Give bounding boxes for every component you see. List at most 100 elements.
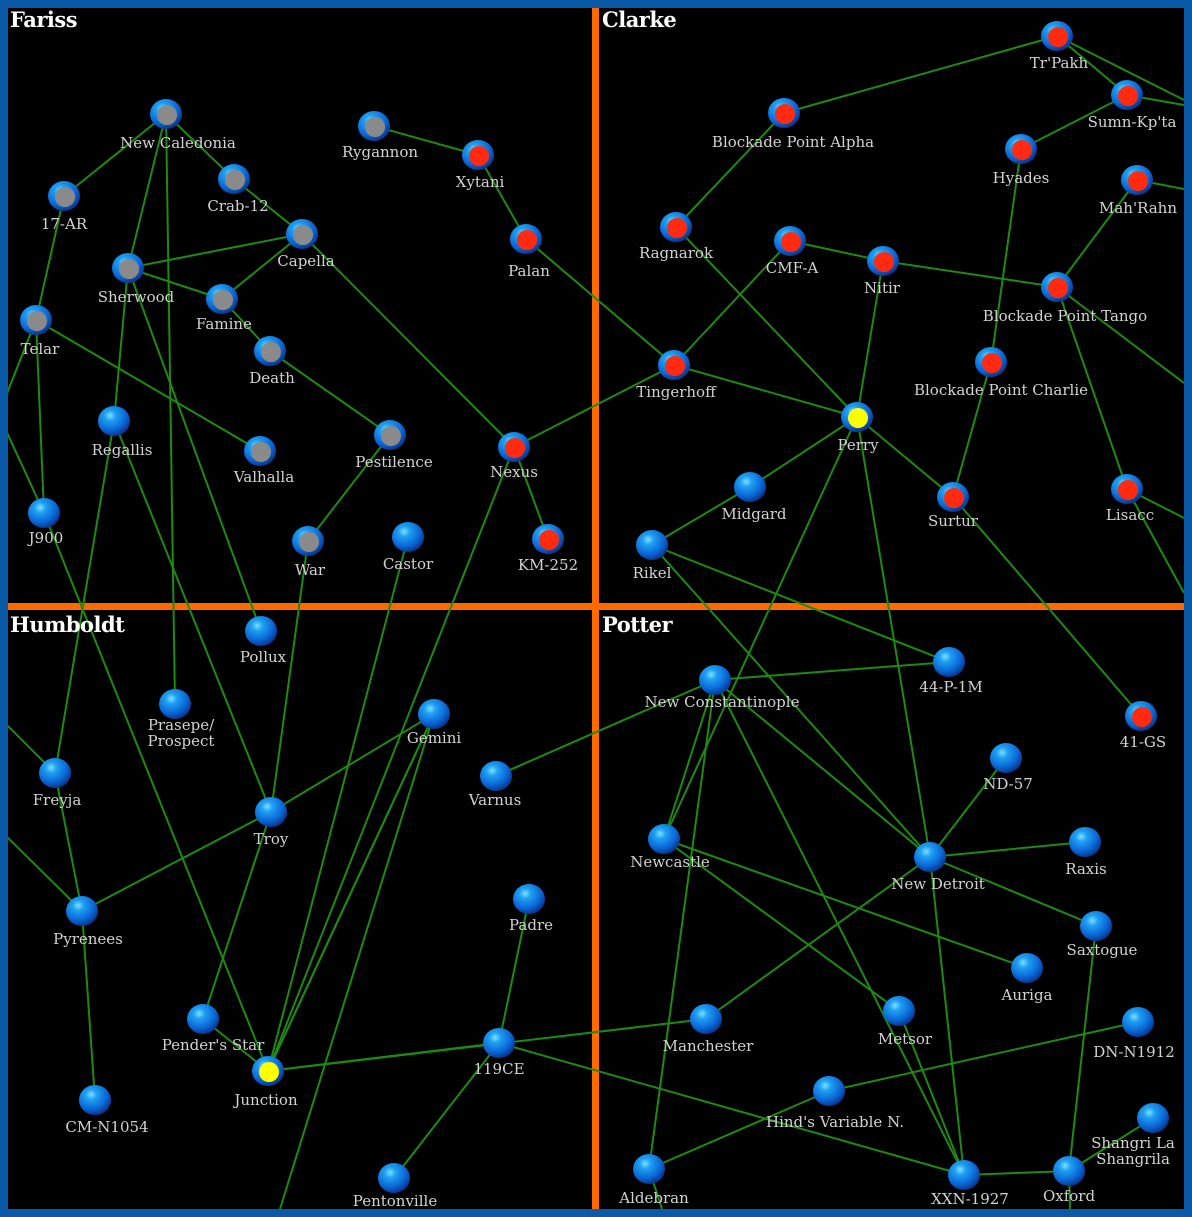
star-system-junction[interactable]: Junction	[232, 1056, 298, 1109]
star-system-pentonville[interactable]: Pentonville	[353, 1163, 438, 1209]
star-system-119ce[interactable]: 119CE	[473, 1028, 525, 1078]
star-system-sherwood[interactable]: Sherwood	[98, 253, 175, 306]
jump-lane	[477, 154, 527, 240]
system-label: Perry	[837, 436, 879, 454]
star-system-prasepe-prospect[interactable]: Prasepe/Prospect	[148, 689, 216, 750]
jump-lane	[929, 841, 1086, 858]
star-system-manchester[interactable]: Manchester	[663, 1004, 755, 1055]
star-system-troy[interactable]: Troy	[254, 797, 289, 848]
system-orb-icon	[187, 1004, 219, 1034]
system-neutral-marker-icon	[251, 442, 271, 462]
star-system-perry[interactable]: Perry	[837, 402, 879, 454]
star-system-freyja[interactable]: Freyja	[33, 758, 82, 809]
star-system-mah-rahn[interactable]: Mah'Rahn	[1099, 165, 1177, 217]
star-system-famine[interactable]: Famine	[196, 284, 252, 333]
jump-lane	[651, 486, 751, 546]
star-system-varnus[interactable]: Varnus	[468, 761, 522, 809]
system-label: Junction	[232, 1091, 298, 1109]
system-orb-icon	[245, 616, 277, 646]
star-system-penders-star[interactable]: Pender's Star	[162, 1004, 265, 1054]
star-system-nd-57[interactable]: ND-57	[983, 743, 1033, 793]
star-system-palan[interactable]: Palan	[508, 224, 550, 280]
star-system-tr-pakh[interactable]: Tr'Pakh	[1030, 21, 1089, 72]
system-label: New Constantinople	[645, 693, 800, 711]
star-system-war[interactable]: War	[292, 526, 326, 579]
star-system-blockade-point-charlie[interactable]: Blockade Point Charlie	[914, 347, 1088, 399]
star-system-valhalla[interactable]: Valhalla	[233, 436, 294, 486]
jump-lane	[882, 260, 1058, 288]
star-system-midgard[interactable]: Midgard	[721, 472, 787, 523]
star-system-regallis[interactable]: Regallis	[92, 406, 153, 459]
system-orb-icon	[418, 699, 450, 729]
star-system-xytani[interactable]: Xytani	[456, 140, 505, 191]
star-system-ragnarok[interactable]: Ragnarok	[639, 212, 714, 262]
jump-lane	[1020, 94, 1128, 150]
star-system-blockade-point-alpha[interactable]: Blockade Point Alpha	[712, 98, 874, 151]
jump-lane	[673, 240, 791, 366]
jump-lane	[705, 856, 931, 1020]
star-system-raxis[interactable]: Raxis	[1065, 827, 1107, 878]
jump-lane	[270, 713, 435, 813]
star-system-sumn-kp-ta[interactable]: Sumn-Kp'ta	[1088, 80, 1177, 131]
system-orb-icon	[392, 522, 424, 552]
system-label: Capella	[277, 252, 334, 270]
system-label: Hind's Variable N.	[766, 1113, 904, 1131]
star-system-auriga[interactable]: Auriga	[1000, 953, 1053, 1004]
star-system-j900[interactable]: J900	[27, 498, 64, 547]
star-system-17-ar[interactable]: 17-AR	[41, 181, 88, 233]
star-system-new-constantinople[interactable]: New Constantinople	[645, 665, 800, 711]
star-system-nexus[interactable]: Nexus	[490, 432, 538, 481]
star-system-crab-12[interactable]: Crab-12	[207, 164, 269, 215]
star-system-padre[interactable]: Padre	[509, 884, 553, 934]
star-system-pollux[interactable]: Pollux	[240, 616, 287, 666]
star-system-pyrenees[interactable]: Pyrenees	[53, 896, 123, 948]
system-hostile-marker-icon	[517, 230, 537, 250]
star-system-pestilence[interactable]: Pestilence	[355, 420, 433, 471]
jump-lane	[663, 679, 716, 840]
star-system-metsor[interactable]: Metsor	[878, 996, 933, 1048]
sector-label-clarke: Clarke	[602, 8, 677, 32]
star-system-aldebran[interactable]: Aldebran	[618, 1154, 689, 1207]
star-system-capella[interactable]: Capella	[277, 219, 335, 270]
system-label: Pender's Star	[162, 1036, 265, 1054]
star-system-lisacc[interactable]: Lisacc	[1106, 474, 1154, 524]
sector-divider-horizontal	[8, 603, 1184, 610]
star-system-nitir[interactable]: Nitir	[864, 246, 901, 297]
jump-lane	[127, 233, 303, 269]
system-label: Mah'Rahn	[1099, 199, 1177, 217]
star-system-rikel[interactable]: Rikel	[633, 530, 672, 582]
star-system-km-252[interactable]: KM-252	[518, 524, 578, 574]
star-system-cm-n1054[interactable]: CM-N1054	[65, 1085, 149, 1136]
star-system-castor[interactable]: Castor	[383, 522, 434, 573]
system-orb-icon	[1080, 911, 1112, 941]
star-system-telar[interactable]: Telar	[20, 305, 60, 358]
offmap-jump-lane	[8, 836, 83, 912]
star-system-41-gs[interactable]: 41-GS	[1120, 701, 1166, 751]
star-system-dn-n1912[interactable]: DN-N1912	[1093, 1007, 1175, 1061]
star-system-oxford[interactable]: Oxford	[1043, 1156, 1096, 1205]
star-system-cmf-a[interactable]: CMF-A	[766, 226, 819, 277]
star-system-hinds-variable-n[interactable]: Hind's Variable N.	[766, 1076, 904, 1131]
system-hostile-marker-icon	[1012, 140, 1032, 160]
star-system-blockade-point-tango[interactable]: Blockade Point Tango	[983, 272, 1147, 325]
star-system-xxn-1927[interactable]: XXN-1927	[931, 1160, 1009, 1208]
star-system-hyades[interactable]: Hyades	[993, 134, 1050, 187]
star-system-gemini[interactable]: Gemini	[407, 699, 462, 747]
jump-lane	[267, 536, 409, 1072]
star-system-rygannon[interactable]: Rygannon	[342, 111, 418, 161]
jump-lane	[269, 350, 391, 436]
star-system-saxtogue[interactable]: Saxtogue	[1067, 911, 1138, 959]
system-label: Sumn-Kp'ta	[1088, 113, 1177, 131]
system-label: Tr'Pakh	[1030, 54, 1089, 72]
star-system-new-caledonia[interactable]: New Caledonia	[120, 99, 236, 152]
star-system-newcastle[interactable]: Newcastle	[630, 824, 710, 871]
system-label: Raxis	[1065, 860, 1107, 878]
star-system-tingerhoff[interactable]: Tingerhoff	[636, 350, 717, 401]
star-system-44-p-1m[interactable]: 44-P-1M	[919, 647, 983, 696]
system-label: CMF-A	[766, 259, 819, 277]
star-system-surtur[interactable]: Surtur	[928, 482, 979, 530]
star-system-new-detroit[interactable]: New Detroit	[891, 842, 985, 893]
star-system-death[interactable]: Death	[249, 336, 295, 387]
